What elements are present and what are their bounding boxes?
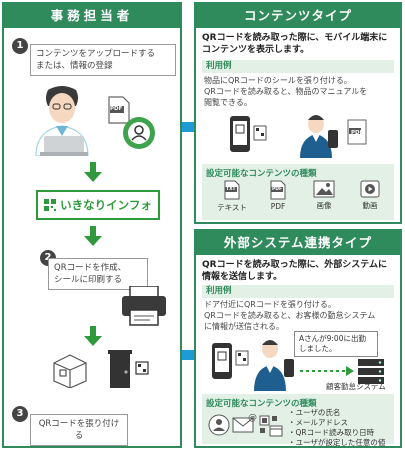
step-2-text-line2: シールに印刷する <box>54 275 123 285</box>
door-icon <box>108 350 149 388</box>
external-info-box: 設定可能なコンテンツの種類 @ ・ユーザの氏名 ・メールアドレス ・QRコード読… <box>202 394 394 447</box>
content-type-video-label: 動画 <box>362 201 378 210</box>
external-system-lead: QRコードを読み取った際に、外部システムに 情報を送信します。 <box>202 259 394 283</box>
external-info-title: 設定可能なコンテンツの種類 <box>206 399 317 409</box>
content-type-image-label: 画像 <box>316 201 332 210</box>
pdf-file-badge: PDF <box>272 187 283 192</box>
content-type-text-label: テキスト <box>217 203 247 212</box>
admin-worker-illustration <box>35 86 89 156</box>
text-file-badge: TXT <box>226 187 236 192</box>
svg-text:@: @ <box>248 413 257 423</box>
step-1-badge: 1 <box>12 38 28 54</box>
content-type-pdf-label: PDF <box>270 202 286 211</box>
external-system-usage-line2: QRコードを読み取ると、お客様の勤怠システム <box>204 311 376 320</box>
attendance-message-line2: しました。 <box>299 344 337 353</box>
step-1-callout: コンテンツをアップロードする または、情報の登録 <box>30 44 176 76</box>
info-item-email: ・メールアドレス <box>288 418 348 427</box>
external-system-usage-label: 利用例 <box>202 285 394 298</box>
content-type-lead: QRコードを読み取った際に、モバイル端末に コンテンツを表示します。 <box>202 32 394 56</box>
content-type-pdf-badge: PDF <box>351 130 364 136</box>
info-item-user-name: ・ユーザの氏名 <box>288 408 341 417</box>
content-type-pdf-item: PDF PDF <box>260 180 296 211</box>
step-3-callout: QRコードを張り付ける <box>30 414 128 446</box>
admin-panel-title: 事務担当者 <box>4 4 180 28</box>
external-system-lead-line1: QRコードを読み取った際に、外部システムに <box>202 260 388 270</box>
down-arrow-3 <box>84 326 102 346</box>
external-system-usage-text: ドア付近にQRコードを張り付ける。 QRコードを読み取ると、お客様の勤怠システム… <box>204 299 394 332</box>
pdf-document-icon <box>108 96 130 124</box>
content-type-text-item: TXT テキスト <box>214 180 250 213</box>
step-2-text-line1: QRコードを作成、 <box>54 263 127 273</box>
attendance-message-line1: Aさんが9:00に出勤 <box>299 334 366 343</box>
down-arrow-2 <box>84 226 102 246</box>
package-box-icon <box>53 354 87 388</box>
content-type-usage-label: 利用例 <box>202 60 394 73</box>
content-types-title: 設定可能なコンテンツの種類 <box>206 169 317 179</box>
content-type-video-item: 動画 <box>352 180 388 211</box>
content-type-usage-line3: 閲覧できる。 <box>204 98 252 107</box>
info-item-custom-value: ・ユーザが設定した任意の値 <box>288 438 386 447</box>
step-3-badge: 3 <box>12 406 28 422</box>
pdf-badge-label: PDF <box>110 106 123 112</box>
down-arrow-1 <box>84 162 102 182</box>
video-play-icon <box>360 180 380 198</box>
image-icon <box>313 180 335 198</box>
pdf-file-icon <box>270 180 286 200</box>
content-type-panel: コンテンツタイプ QRコードを読み取った際に、モバイル端末に コンテンツを表示し… <box>194 2 402 224</box>
external-system-panel: 外部システム連携タイプ QRコードを読み取った際に、外部システムに 情報を送信し… <box>194 229 402 448</box>
external-system-title: 外部システム連携タイプ <box>196 231 400 255</box>
mobile-scan-illustration <box>230 115 367 158</box>
content-type-usage-line1: 物品にQRコードのシールを張り付ける。 <box>204 76 352 85</box>
external-sync-illustration <box>212 340 384 391</box>
content-type-usage-line2: QRコードを読み取ると、物品のマニュアルを <box>204 87 368 96</box>
admin-panel: 事務担当者 1 コンテンツをアップロードする または、情報の登録 PDF <box>2 2 182 448</box>
printer-icon <box>122 286 166 326</box>
attendance-system-label: 顧客勤怠システム <box>326 382 386 391</box>
qr-logo-icon <box>44 199 57 211</box>
external-system-lead-line2: 情報を送信します。 <box>202 272 283 282</box>
external-system-usage-line1: ドア付近にQRコードを張り付ける。 <box>204 300 336 309</box>
external-system-usage-line3: に情報が送信される。 <box>204 322 284 331</box>
user-profile-icon <box>123 117 155 149</box>
step-1-text-line1: コンテンツをアップロードする <box>36 49 156 59</box>
info-item-scan-datetime: ・QRコード読み取り日時 <box>288 428 375 437</box>
ikinari-info-logo: いきなりインフォ <box>36 190 160 220</box>
content-type-image-item: 画像 <box>306 180 342 211</box>
step-2-callout: QRコードを作成、 シールに印刷する <box>48 258 148 290</box>
text-file-icon <box>224 180 240 200</box>
attendance-message-bubble: Aさんが9:00に出勤 しました。 <box>294 331 378 357</box>
info-type-icons: @ <box>208 413 283 437</box>
info-item-list: ・ユーザの氏名 ・メールアドレス ・QRコード読み取り日時 ・ユーザが設定した任… <box>288 408 385 448</box>
content-types-box: 設定可能なコンテンツの種類 TXT テキスト PDF PDF 画像 <box>202 164 394 220</box>
content-type-title: コンテンツタイプ <box>196 4 400 28</box>
content-type-lead-line2: コンテンツを表示します。 <box>202 45 310 55</box>
logo-text: いきなりインフォ <box>60 198 152 212</box>
content-type-lead-line1: QRコードを読み取った際に、モバイル端末に <box>202 33 388 43</box>
step-1-text-line2: または、情報の登録 <box>36 61 113 71</box>
content-type-usage-text: 物品にQRコードのシールを張り付ける。 QRコードを読み取ると、物品のマニュアル… <box>204 75 394 108</box>
